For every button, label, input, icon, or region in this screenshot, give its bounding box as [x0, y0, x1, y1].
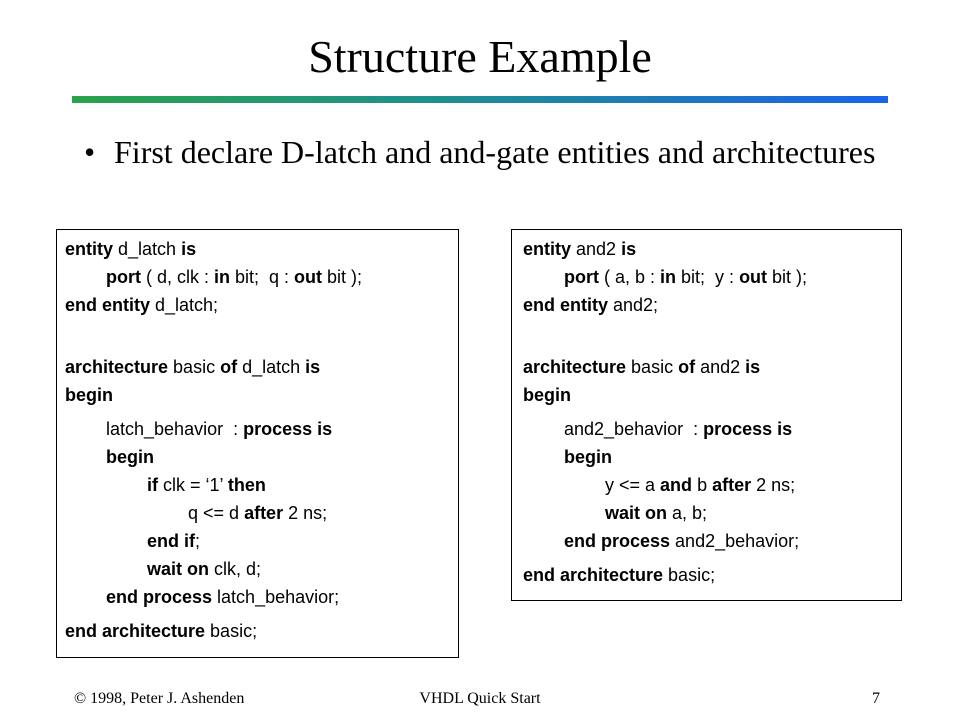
code-keyword: if	[147, 475, 158, 495]
code-keyword: end architecture	[65, 621, 206, 641]
d-latch-code-line: begin	[106, 446, 154, 468]
bullet-text: First declare D-latch and and-gate entit…	[114, 134, 876, 170]
code-keyword: end if	[147, 531, 195, 551]
code-keyword: is	[181, 239, 197, 259]
d-latch-code-line: latch_behavior : process is	[106, 418, 332, 440]
code-keyword: port	[564, 267, 599, 287]
code-keyword: process is	[243, 419, 333, 439]
code-keyword: after	[244, 503, 284, 523]
and2-code-line: entity and2 is	[523, 238, 636, 260]
code-keyword: process is	[703, 419, 793, 439]
d-latch-code-line: end entity d_latch;	[65, 294, 218, 316]
code-text: bit; q :	[230, 267, 295, 287]
title-underline-rule	[72, 96, 888, 103]
and2-code-line: end process and2_behavior;	[564, 530, 799, 552]
code-text: q <= d	[188, 503, 245, 523]
d-latch-code-line: port ( d, clk : in bit; q : out bit );	[106, 266, 362, 288]
code-text: basic;	[205, 621, 258, 641]
code-keyword: wait on	[147, 559, 209, 579]
code-keyword: begin	[523, 385, 571, 405]
code-keyword: begin	[106, 447, 154, 467]
and2-code-line: end architecture basic;	[523, 564, 715, 586]
code-keyword: in	[660, 267, 677, 287]
code-keyword: and	[660, 475, 693, 495]
and2-code-line: wait on a, b;	[605, 502, 707, 524]
code-text: clk = ‘1’	[158, 475, 228, 495]
bullet-item: • First declare D-latch and and-gate ent…	[84, 130, 884, 174]
bullet-dot-icon: •	[84, 134, 96, 170]
and2-code-line: begin	[523, 384, 571, 406]
code-keyword: architecture	[523, 357, 627, 377]
and2-code-box: entity and2 is port ( a, b : in bit; y : …	[511, 229, 902, 601]
and2-code-line: end entity and2;	[523, 294, 658, 316]
code-text: and2	[571, 239, 622, 259]
d-latch-code-line: if clk = ‘1’ then	[147, 474, 266, 496]
and2-code-line: port ( a, b : in bit; y : out bit );	[564, 266, 807, 288]
d-latch-code-line: q <= d after 2 ns;	[188, 502, 327, 524]
code-keyword: then	[227, 475, 266, 495]
code-keyword: end process	[106, 587, 213, 607]
code-keyword: begin	[65, 385, 113, 405]
and2-code-line: y <= a and b after 2 ns;	[605, 474, 795, 496]
code-text: basic;	[663, 565, 716, 585]
code-text: bit );	[322, 267, 363, 287]
code-keyword: begin	[564, 447, 612, 467]
code-keyword: entity	[523, 239, 572, 259]
code-text: ( d, clk :	[141, 267, 215, 287]
code-keyword: end process	[564, 531, 671, 551]
d-latch-code-line: wait on clk, d;	[147, 558, 261, 580]
code-text: basic	[626, 357, 679, 377]
footer-copyright: © 1998, Peter J. Ashenden	[74, 690, 245, 707]
code-text: ( a, b :	[599, 267, 661, 287]
d-latch-code-line: begin	[65, 384, 113, 406]
code-keyword: architecture	[65, 357, 169, 377]
code-keyword: of	[678, 357, 696, 377]
footer-course-title: VHDL Quick Start	[419, 690, 541, 707]
and2-code-line: begin	[564, 446, 612, 468]
and2-code-line: architecture basic of and2 is	[523, 356, 760, 378]
code-text: basic	[168, 357, 221, 377]
code-keyword: out	[739, 267, 768, 287]
code-text: b	[692, 475, 713, 495]
code-text: d_latch;	[150, 295, 219, 315]
code-keyword: entity	[65, 239, 114, 259]
and2-code-line: and2_behavior : process is	[564, 418, 792, 440]
code-text: and2_behavior;	[670, 531, 800, 551]
code-text: and2;	[608, 295, 659, 315]
code-text: latch_behavior;	[212, 587, 340, 607]
code-text: d_latch	[113, 239, 182, 259]
code-text: 2 ns;	[751, 475, 796, 495]
code-keyword: in	[214, 267, 231, 287]
code-keyword: wait on	[605, 503, 667, 523]
slide-title: Structure Example	[308, 31, 652, 82]
code-keyword: end architecture	[523, 565, 664, 585]
code-keyword: end entity	[65, 295, 151, 315]
code-text: y <= a	[605, 475, 661, 495]
code-text: 2 ns;	[283, 503, 328, 523]
code-text: bit );	[767, 267, 808, 287]
code-keyword: is	[745, 357, 761, 377]
code-keyword: end entity	[523, 295, 609, 315]
code-text: and2	[695, 357, 746, 377]
page-number: 7	[872, 690, 880, 707]
code-keyword: after	[712, 475, 752, 495]
code-keyword: is	[305, 357, 321, 377]
code-text: latch_behavior :	[106, 419, 244, 439]
code-text: a, b;	[667, 503, 708, 523]
code-keyword: is	[621, 239, 637, 259]
code-text: clk, d;	[209, 559, 262, 579]
d-latch-code-line: end architecture basic;	[65, 620, 257, 642]
code-text: d_latch	[237, 357, 306, 377]
code-text: and2_behavior :	[564, 419, 704, 439]
code-text: bit; y :	[676, 267, 740, 287]
d-latch-code-line: end if;	[147, 530, 200, 552]
code-keyword: port	[106, 267, 141, 287]
code-keyword: out	[294, 267, 323, 287]
code-keyword: of	[220, 357, 238, 377]
d-latch-code-line: entity d_latch is	[65, 238, 196, 260]
code-text: ;	[195, 531, 201, 551]
d-latch-code-line: architecture basic of d_latch is	[65, 356, 320, 378]
d-latch-code-line: end process latch_behavior;	[106, 586, 339, 608]
d-latch-code-box: entity d_latch is port ( d, clk : in bit;…	[56, 229, 459, 658]
